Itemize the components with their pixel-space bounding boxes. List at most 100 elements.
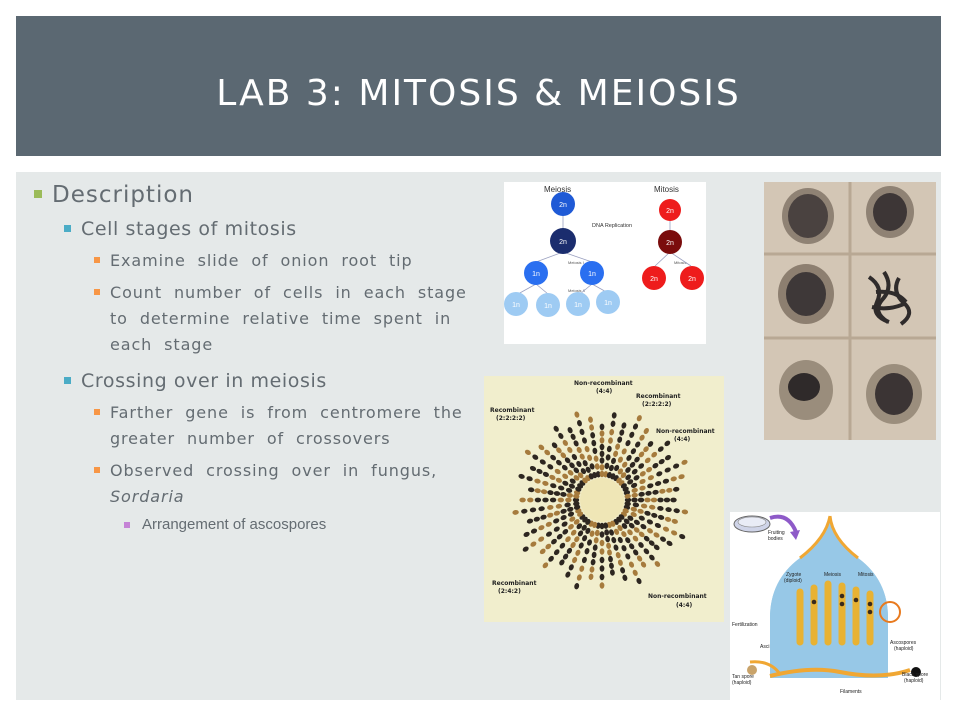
ascospore bbox=[547, 512, 554, 518]
ascospore bbox=[540, 514, 547, 520]
ascospore bbox=[609, 569, 615, 576]
ascospore bbox=[536, 468, 543, 474]
ascospore bbox=[604, 462, 610, 470]
ascospore bbox=[625, 553, 631, 560]
ascospore bbox=[562, 553, 569, 560]
ascospore bbox=[542, 480, 549, 486]
ascospore bbox=[632, 423, 639, 430]
ascospore bbox=[589, 424, 595, 431]
cell-1n-gamete bbox=[536, 293, 560, 317]
square-bullet-icon bbox=[94, 409, 100, 415]
label-nonrecombinant-top: Non-recombinant bbox=[574, 380, 633, 387]
slide-title: LAB 3: MITOSIS & MEIOSIS bbox=[216, 72, 741, 114]
square-bullet-icon bbox=[94, 289, 100, 295]
ascospore bbox=[568, 524, 574, 530]
ascospore bbox=[640, 503, 648, 509]
ascospore bbox=[637, 508, 644, 514]
black-spore-icon bbox=[911, 667, 921, 677]
label-nonrecombinant-br: Non-recombinant bbox=[648, 593, 707, 600]
ascospore bbox=[670, 476, 677, 482]
ascospore bbox=[613, 450, 619, 457]
ascospore bbox=[657, 514, 665, 520]
ascospore bbox=[570, 542, 576, 548]
ascospore bbox=[579, 453, 585, 460]
ascospore bbox=[611, 412, 617, 419]
square-bullet-icon bbox=[94, 467, 100, 473]
label-tan-spore: Tan spore bbox=[732, 674, 754, 680]
cell-2n-mitosis bbox=[659, 199, 681, 221]
ascospore bbox=[647, 475, 654, 481]
ascospore bbox=[591, 551, 597, 559]
ascospore bbox=[625, 474, 632, 481]
ascospore bbox=[539, 548, 546, 555]
ascospore bbox=[592, 447, 598, 455]
ascospore bbox=[582, 460, 588, 467]
ascospore bbox=[560, 452, 567, 459]
ascospore bbox=[657, 497, 664, 503]
ascospore bbox=[566, 547, 573, 554]
ascospore bbox=[565, 571, 571, 578]
ascospore bbox=[622, 574, 628, 581]
ascospore bbox=[679, 534, 686, 540]
asci-svg: Non-recombinant (4:4) Recombinant (2:2:2… bbox=[484, 376, 724, 622]
ascospore bbox=[555, 503, 563, 509]
ascospore bbox=[599, 522, 605, 530]
ascospore bbox=[681, 509, 689, 515]
ascospore bbox=[585, 466, 591, 473]
label-ascospores: Ascospores bbox=[890, 640, 917, 646]
meiosis-mitosis-svg: Meiosis Mitosis DNA Replication Meiosis … bbox=[504, 185, 704, 317]
square-bullet-icon bbox=[64, 225, 71, 232]
ascospore bbox=[644, 457, 651, 464]
bullet-farther-gene: Farther gene is from centromere the grea… bbox=[94, 400, 482, 452]
ascospore bbox=[534, 497, 542, 503]
ratio-nonrecombinant-br: (4:4) bbox=[676, 602, 692, 609]
label-recombinant-tr: Recombinant bbox=[636, 393, 681, 400]
ascospore bbox=[608, 464, 614, 472]
ascospore bbox=[638, 491, 645, 497]
label-black-spore: Black spore bbox=[902, 672, 928, 678]
ascospore bbox=[627, 515, 634, 521]
ascospore bbox=[577, 420, 582, 427]
ascospore bbox=[607, 549, 612, 556]
label-filaments: Filaments bbox=[840, 689, 862, 695]
ascospore bbox=[599, 423, 605, 430]
ascospore bbox=[553, 518, 560, 524]
label-black-spore-haploid: (haploid) bbox=[904, 678, 924, 684]
ascospore bbox=[609, 529, 614, 536]
ascospore bbox=[567, 446, 573, 453]
ascospore bbox=[643, 535, 650, 542]
ascospore bbox=[632, 535, 639, 542]
bullet-text: Description bbox=[52, 182, 194, 208]
mitosis-title: Mitosis bbox=[654, 185, 679, 194]
ascospore bbox=[617, 468, 624, 475]
ascospore bbox=[632, 502, 640, 508]
ascospore bbox=[632, 569, 638, 576]
label-mitosis: Mitosis bbox=[858, 572, 874, 578]
bullet-cell-stages: Cell stages of mitosis bbox=[64, 218, 482, 240]
ascospore bbox=[566, 492, 573, 498]
ascospore bbox=[533, 516, 540, 522]
ascospore bbox=[660, 536, 666, 542]
ascospore bbox=[594, 463, 600, 470]
ascospore bbox=[606, 542, 612, 549]
ascospore bbox=[628, 561, 635, 568]
filaments-line bbox=[769, 667, 911, 678]
ascospore bbox=[664, 467, 671, 473]
ascospore bbox=[523, 531, 530, 537]
ascospore bbox=[609, 562, 614, 569]
ascospore bbox=[651, 451, 658, 458]
ascospore bbox=[599, 548, 605, 555]
ascospore bbox=[606, 445, 612, 453]
ascospore bbox=[589, 530, 595, 537]
ascospore bbox=[617, 536, 623, 544]
ascospore bbox=[610, 420, 616, 427]
ascospore bbox=[611, 536, 617, 544]
meiosis-i-label: Meiosis I bbox=[568, 260, 584, 265]
ascospore bbox=[663, 497, 671, 503]
ascospore bbox=[633, 549, 639, 556]
label-2n: 2n bbox=[666, 240, 674, 247]
ascospore bbox=[556, 533, 563, 540]
ascospore bbox=[631, 482, 638, 488]
ascospore bbox=[593, 455, 599, 462]
ascospore bbox=[605, 535, 611, 543]
